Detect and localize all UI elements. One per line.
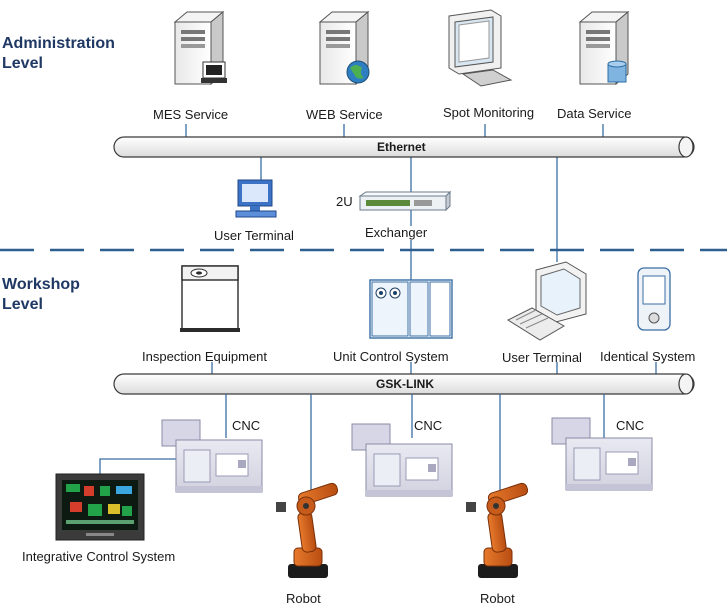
cnc-2-label: CNC: [414, 418, 443, 433]
robot-2-icon: [466, 482, 529, 578]
cnc-machine-3-icon: [551, 417, 653, 491]
workshop-level-label: Workshop Level: [2, 275, 80, 315]
exchanger-label: Exchanger: [365, 225, 428, 240]
data-service-label: Data Service: [557, 106, 632, 121]
ethernet-label: Ethernet: [377, 140, 426, 154]
exchanger-icon: [358, 190, 452, 212]
robot-1-label: Robot: [286, 591, 321, 606]
admin-level-line1: Administration: [2, 35, 115, 52]
workshop-level-line2: Level: [2, 296, 43, 313]
floor-connectors: [99, 394, 605, 492]
unit-control-system-icon: [369, 279, 453, 339]
gsk-link-label: GSK-LINK: [376, 377, 434, 391]
inspection-equipment-label: Inspection Equipment: [142, 349, 268, 364]
exchanger-size-label: 2U: [336, 194, 353, 209]
admin-level-line2: Level: [2, 55, 43, 72]
workshop-user-terminal-icon: [506, 261, 587, 341]
workshop-connectors: [211, 362, 657, 374]
web-service-label: WEB Service: [306, 107, 383, 122]
identical-system-label: Identical System: [600, 349, 696, 364]
robot-1-icon: [276, 482, 339, 578]
robot-2-label: Robot: [480, 591, 515, 606]
spot-monitor-icon: [448, 9, 513, 87]
data-server-icon: [578, 10, 630, 86]
admin-user-terminal-label: User Terminal: [214, 228, 294, 243]
cnc-1-label: CNC: [232, 418, 261, 433]
cnc-machine-2-icon: [351, 423, 453, 497]
spot-monitoring-label: Spot Monitoring: [443, 105, 535, 120]
identical-system-icon: [637, 267, 671, 331]
web-server-icon: [318, 10, 370, 86]
cnc-3-label: CNC: [616, 418, 645, 433]
admin-user-terminal-icon: [235, 179, 277, 218]
inspection-equipment-icon: [180, 265, 240, 332]
ethernet-bus: [113, 136, 695, 158]
unit-control-system-label: Unit Control System: [333, 349, 449, 364]
integrative-control-panel-icon: [55, 473, 145, 541]
admin-connectors: [185, 124, 604, 282]
admin-level-label: Administration Level: [2, 34, 115, 74]
gsk-link-bus: [113, 373, 695, 395]
mes-service-label: MES Service: [153, 107, 229, 122]
integrative-control-system-label: Integrative Control System: [22, 549, 176, 564]
workshop-level-line1: Workshop: [2, 276, 80, 293]
mes-server-icon: [173, 10, 227, 86]
workshop-user-terminal-label: User Terminal: [502, 350, 582, 365]
cnc-machine-1-icon: [161, 419, 263, 493]
